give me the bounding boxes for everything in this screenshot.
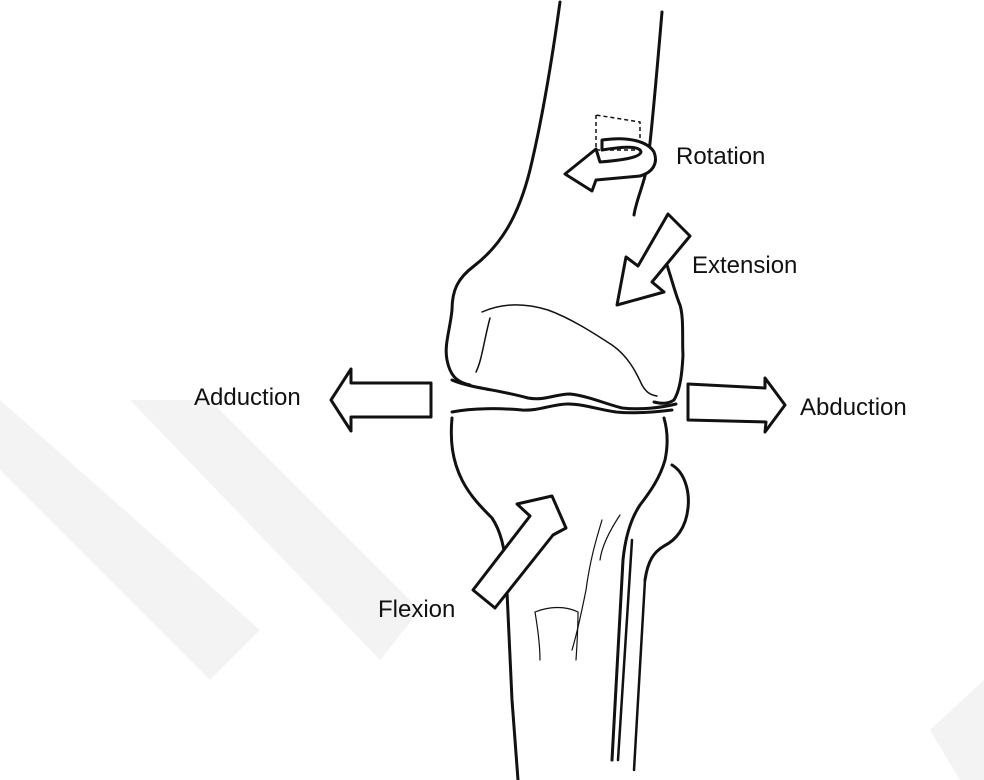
rotation-arrow [565, 115, 655, 191]
femur-right-condyle [654, 262, 683, 403]
fibula-head [645, 465, 688, 580]
tibia-detail-line [572, 520, 602, 650]
extension-arrow [617, 214, 690, 305]
adduction-arrow [331, 369, 431, 431]
abduction-arrow [688, 378, 785, 432]
fibula-shaft-left [618, 540, 632, 760]
fibula-shaft-right [634, 580, 645, 770]
flexion-label: Flexion [378, 598, 455, 622]
tibia-detail-line-3 [600, 515, 620, 560]
femur-articular-line [482, 305, 657, 396]
tibia-detail-line-2 [535, 608, 578, 661]
extension-label: Extension [692, 254, 797, 278]
femur-medial-line [476, 318, 490, 372]
femur-left-edge [446, 2, 560, 385]
femur-right-edge [634, 12, 662, 215]
rotation-label: Rotation [676, 145, 765, 169]
abduction-label: Abduction [800, 396, 907, 420]
adduction-label: Adduction [194, 386, 301, 410]
